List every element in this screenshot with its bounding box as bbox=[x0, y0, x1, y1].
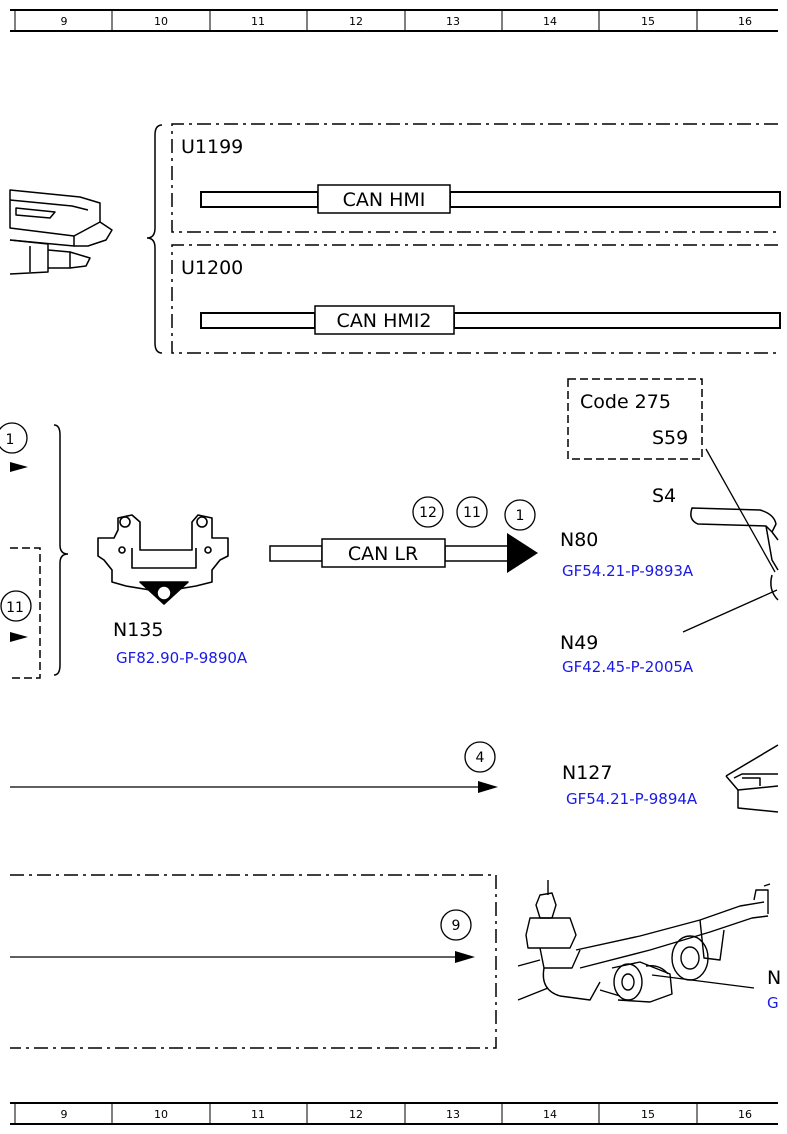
ruler-bottom-col-10: 10 bbox=[154, 1108, 168, 1121]
arrow-9-box: 9 bbox=[10, 874, 497, 1049]
s4-label: S4 bbox=[652, 485, 676, 507]
ruler-col-10: 10 bbox=[154, 15, 168, 28]
n80-label: N80 bbox=[560, 529, 598, 551]
n127-label: N127 bbox=[562, 762, 612, 784]
control-unit-drawing bbox=[9, 189, 113, 275]
n49-leader bbox=[682, 589, 778, 633]
arrow-9-marker-number: 9 bbox=[452, 918, 461, 934]
can-hmi2-label: CAN HMI2 bbox=[337, 310, 432, 332]
code-275-box: Code 275 S59 bbox=[567, 378, 776, 573]
n135-drawing bbox=[97, 514, 229, 605]
left-marker-top-number: 1 bbox=[6, 432, 15, 448]
code-275-label: Code 275 bbox=[580, 391, 671, 413]
bus-group-u1200-label: U1200 bbox=[181, 257, 243, 279]
steering-rack-reference-partial[interactable]: G bbox=[767, 994, 779, 1012]
steering-rack-label-partial: N bbox=[767, 967, 781, 989]
n135-label: N135 bbox=[113, 619, 163, 641]
ruler-col-15: 15 bbox=[641, 15, 655, 28]
ruler-bottom-col-14: 14 bbox=[543, 1108, 557, 1121]
can-lr-marker-12 bbox=[412, 496, 444, 528]
ruler-col-13: 13 bbox=[446, 15, 460, 28]
left-edge-markers: 1 11 bbox=[0, 422, 69, 679]
ruler-bottom-col-13: 13 bbox=[446, 1108, 460, 1121]
can-lr-line: CAN LR 12 11 1 bbox=[269, 496, 538, 573]
steering-column-switch-drawing bbox=[690, 507, 779, 601]
arrow-4-line: 4 bbox=[10, 741, 498, 793]
steering-rack-leader bbox=[651, 974, 755, 989]
ruler-col-9: 9 bbox=[61, 15, 68, 28]
ruler-bottom-col-16: 16 bbox=[738, 1108, 752, 1121]
can-hmi-wire bbox=[449, 191, 781, 208]
can-lr-box bbox=[321, 538, 446, 568]
can-lr-marker-1-number: 1 bbox=[516, 508, 525, 524]
can-lr-marker-12-number: 12 bbox=[419, 505, 437, 521]
bus-group-u1199: U1199 CAN HMI bbox=[171, 123, 781, 233]
steering-rack-drawing bbox=[517, 880, 771, 1003]
ruler-col-14: 14 bbox=[543, 15, 557, 28]
ruler-bottom-col-12: 12 bbox=[349, 1108, 363, 1121]
can-hmi-box bbox=[317, 184, 451, 214]
s59-leader bbox=[705, 448, 776, 573]
arrow-4-marker-number: 4 bbox=[476, 750, 485, 766]
n127-reference-link[interactable]: GF54.21-P-9894A bbox=[566, 790, 698, 808]
can-hmi-label: CAN HMI bbox=[343, 189, 426, 211]
n49-label: N49 bbox=[560, 632, 598, 654]
n135-reference-link[interactable]: GF82.90-P-9890A bbox=[116, 649, 248, 667]
s59-label: S59 bbox=[652, 427, 688, 449]
can-lr-marker-11-number: 11 bbox=[463, 505, 481, 521]
bus-group-u1199-label: U1199 bbox=[181, 136, 243, 158]
can-lr-label: CAN LR bbox=[348, 543, 418, 565]
top-ruler: 9 10 11 12 13 14 15 16 bbox=[10, 9, 778, 32]
can-hmi2-box bbox=[314, 305, 455, 335]
ruler-col-16: 16 bbox=[738, 15, 752, 28]
n49-reference-link[interactable]: GF42.45-P-2005A bbox=[562, 658, 694, 676]
bus-group-u1200: U1200 CAN HMI2 bbox=[171, 244, 781, 354]
ruler-bottom-col-15: 15 bbox=[641, 1108, 655, 1121]
ruler-bottom-col-11: 11 bbox=[251, 1108, 265, 1121]
n80-reference-link[interactable]: GF54.21-P-9893A bbox=[562, 562, 694, 580]
left-marker-bottom-number: 11 bbox=[6, 600, 24, 616]
can-lr-arrowhead bbox=[507, 533, 538, 573]
n127-drawing bbox=[725, 744, 779, 813]
can-lr-marker-1 bbox=[504, 499, 536, 531]
bottom-ruler: 9 10 11 12 13 14 15 16 bbox=[10, 1102, 778, 1125]
bus-group-brace bbox=[146, 124, 163, 354]
ruler-bottom-col-9: 9 bbox=[61, 1108, 68, 1121]
ruler-col-11: 11 bbox=[251, 15, 265, 28]
can-hmi2-wire bbox=[453, 312, 781, 329]
can-hmi2-wire bbox=[200, 312, 316, 329]
can-lr-marker-11 bbox=[456, 496, 488, 528]
can-hmi-wire bbox=[200, 191, 319, 208]
ruler-col-12: 12 bbox=[349, 15, 363, 28]
